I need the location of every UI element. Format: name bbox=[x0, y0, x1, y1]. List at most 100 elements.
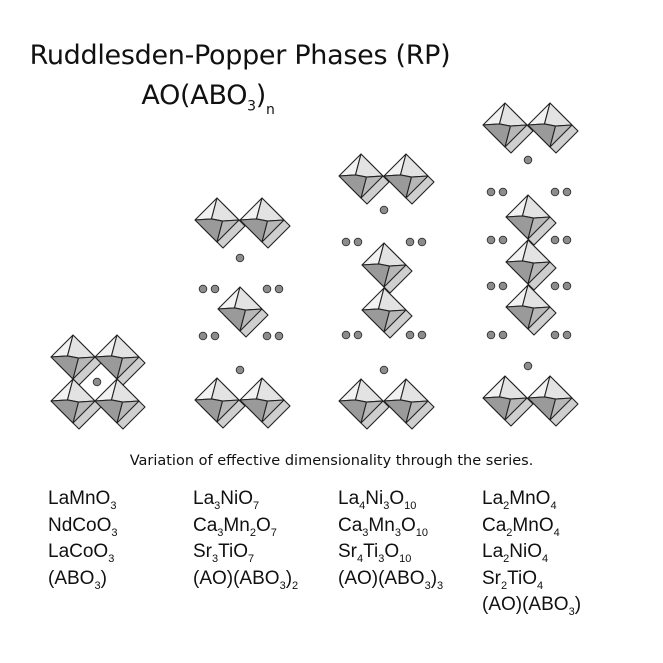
formula-text: NiO bbox=[509, 541, 542, 562]
compound-formula: La4Ni3O10 bbox=[338, 486, 443, 513]
octahedron bbox=[383, 378, 435, 430]
a-site-atom bbox=[92, 377, 102, 387]
formula-sub-3: 3 bbox=[247, 98, 256, 115]
formula-subscript: 2 bbox=[249, 526, 256, 539]
formula-subscript: 3 bbox=[279, 579, 286, 592]
formula-text: (AO)(ABO bbox=[482, 594, 569, 615]
formula-text: Sr bbox=[338, 541, 357, 562]
octahedron bbox=[239, 197, 291, 249]
a-site-atom bbox=[210, 284, 220, 294]
a-site-atom bbox=[235, 365, 245, 375]
formula-subscript: 4 bbox=[357, 553, 364, 565]
a-site-atom bbox=[562, 187, 572, 197]
a-site-atom bbox=[486, 235, 496, 245]
formula-text: MnO bbox=[512, 514, 554, 536]
a-site-atom bbox=[486, 187, 496, 197]
formula-text: La bbox=[482, 488, 504, 509]
compound-formula: NdCoO3 bbox=[48, 513, 117, 540]
formula-subscript: 3 bbox=[110, 500, 117, 512]
diagram-title: Ruddlesden-Popper Phases (RP) bbox=[29, 40, 451, 71]
formula-subscript: 2 bbox=[506, 526, 513, 539]
a-site-atom bbox=[498, 330, 508, 340]
formula-text: Ca bbox=[482, 514, 507, 536]
formula-text: ) bbox=[574, 594, 582, 615]
formula-subscript: 10 bbox=[399, 553, 412, 565]
octahedron bbox=[217, 286, 269, 338]
a-site-atom bbox=[405, 330, 415, 340]
formula-subscript: 7 bbox=[270, 526, 277, 539]
octahedron bbox=[50, 378, 102, 430]
octahedron bbox=[194, 197, 246, 249]
octahedron bbox=[527, 102, 579, 154]
a-site-atom bbox=[262, 284, 272, 294]
formula-subscript: 2 bbox=[501, 579, 508, 592]
formula-subscript: 4 bbox=[359, 500, 366, 512]
formula-text: NiO bbox=[220, 488, 253, 509]
formula-subscript: 10 bbox=[404, 500, 417, 512]
formula-text: O bbox=[400, 514, 416, 536]
formula-text: ) bbox=[285, 567, 293, 589]
compound-formula: (ABO3) bbox=[48, 566, 117, 593]
formula-text: O bbox=[389, 488, 405, 509]
formula-subscript: 2 bbox=[292, 579, 299, 592]
formula-text: (ABO bbox=[48, 567, 95, 589]
formula-text: Mn bbox=[223, 514, 250, 536]
octahedron bbox=[50, 334, 102, 386]
a-site-atom bbox=[498, 235, 508, 245]
compound-formula: Sr2TiO4 bbox=[482, 566, 581, 593]
formula-text: (AO)(ABO bbox=[338, 567, 425, 589]
a-site-atom bbox=[353, 330, 363, 340]
formula-text: LaCoO bbox=[48, 541, 109, 562]
a-site-atom bbox=[550, 330, 560, 340]
formula-text: NdCoO bbox=[48, 514, 112, 536]
a-site-atom bbox=[550, 235, 560, 245]
compound-formula: LaMnO3 bbox=[48, 486, 117, 513]
compound-formula: La2MnO4 bbox=[482, 486, 581, 513]
a-site-atom bbox=[198, 284, 208, 294]
octahedron bbox=[505, 284, 557, 336]
a-site-atom bbox=[562, 235, 572, 245]
compound-formula: (AO)(ABO3)3 bbox=[338, 566, 443, 593]
formula-text: ) bbox=[430, 567, 438, 589]
formula-text: La bbox=[338, 488, 360, 509]
formula-subscript: 3 bbox=[362, 526, 369, 539]
compound-formula: Sr3TiO7 bbox=[193, 539, 298, 566]
a-site-atom bbox=[235, 253, 245, 263]
formula-subscript: 3 bbox=[424, 579, 431, 592]
formula-text: O bbox=[255, 514, 271, 536]
formula-subscript: 3 bbox=[108, 553, 115, 565]
octahedron bbox=[194, 377, 246, 429]
octahedron bbox=[505, 194, 557, 246]
octahedron bbox=[338, 378, 390, 430]
formula-subscript: 2 bbox=[503, 500, 510, 512]
compound-formula: La2NiO4 bbox=[482, 539, 581, 566]
formula-text: Ca bbox=[193, 514, 218, 536]
compound-formula: (AO)(ABO3)2 bbox=[193, 566, 298, 593]
octahedron bbox=[505, 239, 557, 291]
formula-subscript: 10 bbox=[415, 526, 428, 539]
formula-subscript: 3 bbox=[94, 579, 101, 592]
compound-formula: Ca3Mn3O10 bbox=[338, 513, 443, 540]
formula-subscript: 4 bbox=[542, 553, 549, 565]
compound-formula: Ca3Mn2O7 bbox=[193, 513, 298, 540]
compound-formula: Sr4Ti3O10 bbox=[338, 539, 443, 566]
formula-text: MnO bbox=[509, 488, 551, 509]
compound-formula: LaCoO3 bbox=[48, 539, 117, 566]
formula-subscript: 3 bbox=[568, 606, 575, 618]
a-site-atom bbox=[523, 155, 533, 165]
formula-subscript: 4 bbox=[553, 526, 560, 539]
formula-text: Sr bbox=[193, 541, 212, 562]
a-site-atom bbox=[498, 281, 508, 291]
a-site-atom bbox=[562, 281, 572, 291]
a-site-atom bbox=[341, 237, 351, 247]
a-site-atom bbox=[562, 330, 572, 340]
formula-text: TiO bbox=[507, 567, 538, 589]
formula-main: AO(ABO bbox=[141, 80, 248, 111]
compound-formula: La3NiO7 bbox=[193, 486, 298, 513]
formula-text: Ti bbox=[363, 541, 379, 562]
a-site-atom bbox=[262, 331, 272, 341]
